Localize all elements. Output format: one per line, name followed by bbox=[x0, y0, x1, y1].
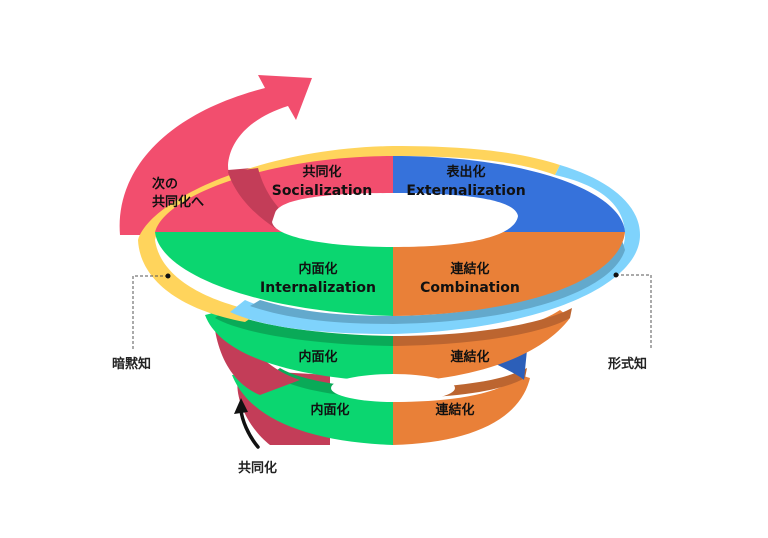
middle-shadow-left bbox=[215, 310, 393, 346]
middle-shadow-right bbox=[393, 308, 572, 346]
tacit-knowledge-label: 暗黙知 bbox=[112, 356, 151, 372]
top-ring bbox=[138, 146, 640, 334]
socialization-en-label: Socialization bbox=[272, 183, 373, 199]
internalization-quadrant bbox=[155, 232, 393, 316]
start-socialization-label: 共同化 bbox=[238, 460, 277, 476]
tacit-guide-dot bbox=[165, 273, 171, 279]
combination-quadrant bbox=[393, 232, 625, 316]
combination-en-label: Combination bbox=[420, 280, 520, 296]
explicit-knowledge-band bbox=[230, 165, 640, 334]
next-cycle-line2: 共同化へ bbox=[152, 194, 204, 210]
explicit-guide-line bbox=[616, 274, 652, 349]
internalization-jp-label: 内面化 bbox=[298, 261, 337, 277]
ring-hole bbox=[272, 193, 518, 247]
externalization-en-label: Externalization bbox=[406, 183, 525, 199]
spiral-arrow-icon bbox=[119, 75, 312, 235]
layer3-internalization-label: 内面化 bbox=[310, 402, 349, 418]
explicit-guide-dot bbox=[613, 272, 619, 278]
tacit-guide-line bbox=[132, 275, 168, 349]
explicit-band-shadow bbox=[250, 240, 625, 324]
internalization-en-label: Internalization bbox=[260, 280, 376, 296]
explicit-knowledge-label: 形式知 bbox=[608, 356, 647, 372]
explicit-guide: 形式知 bbox=[608, 272, 652, 372]
next-cycle-line1: 次の bbox=[152, 176, 178, 192]
tacit-knowledge-band bbox=[138, 146, 560, 322]
bottom-combination-segment bbox=[393, 375, 530, 445]
externalization-jp-label: 表出化 bbox=[445, 164, 485, 180]
layer3-combination-label: 連結化 bbox=[435, 402, 474, 418]
layer2-internalization-label: 内面化 bbox=[298, 349, 337, 365]
middle-layer-hole bbox=[331, 374, 455, 402]
combination-jp-label: 連結化 bbox=[450, 261, 489, 277]
layer2-combination-label: 連結化 bbox=[450, 349, 489, 365]
tacit-guide: 暗黙知 bbox=[112, 273, 171, 372]
middle-layer bbox=[205, 308, 572, 402]
socialization-jp-label: 共同化 bbox=[302, 164, 341, 180]
curved-arrow-icon bbox=[234, 398, 260, 449]
